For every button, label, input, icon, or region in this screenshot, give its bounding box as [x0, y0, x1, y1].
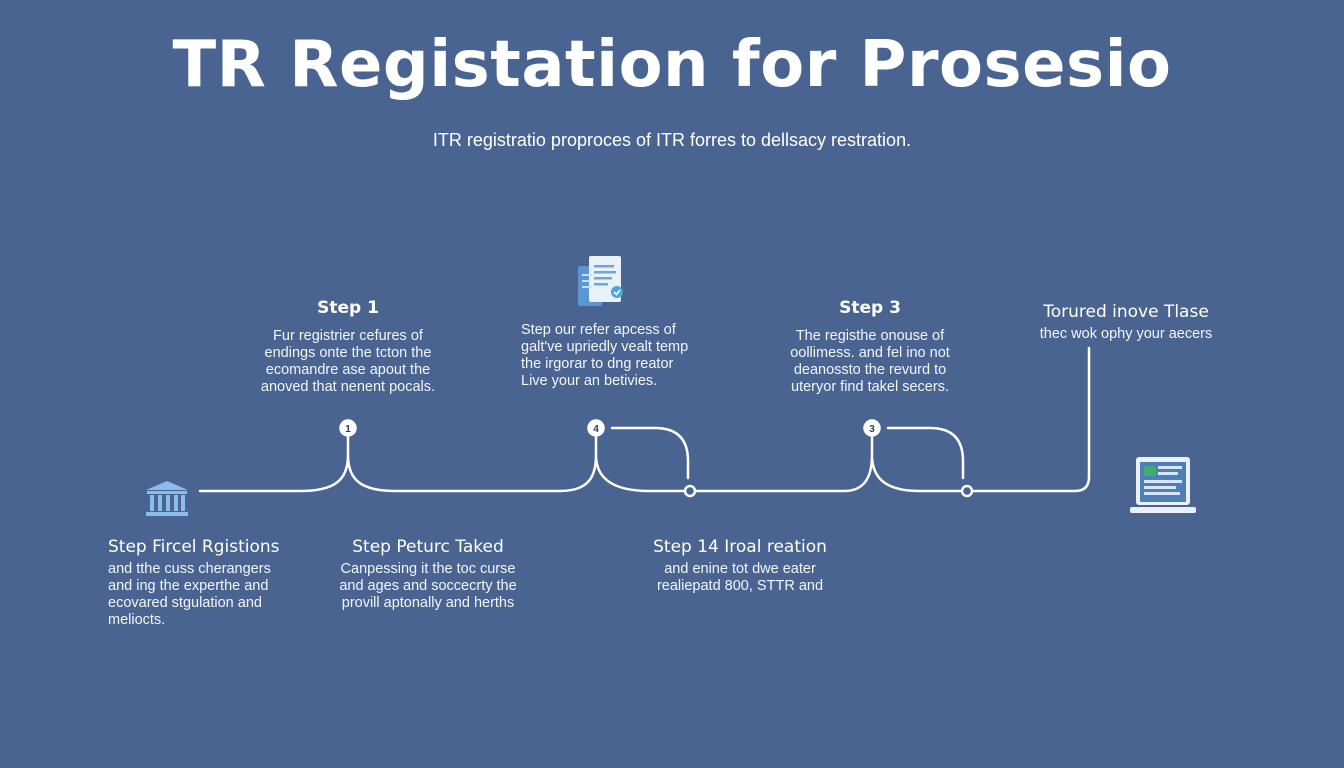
- step-text-line: ecovared stgulation and: [108, 595, 262, 611]
- step-heading: Torured inove Tlase: [1043, 302, 1209, 322]
- page-title: TR Registation for Prosesio: [172, 28, 1172, 102]
- step-block-bottom-1: Step Fircel Rgistions and tthe cuss cher…: [108, 537, 308, 629]
- step-node-label: 4: [593, 424, 599, 435]
- step-block-top-4: Torured inove Tlase thec wok ophy your a…: [1016, 302, 1236, 343]
- step-block-bottom-2: Step Peturc Taked Canpessing it the toc …: [318, 537, 538, 612]
- step-block-top-2: Step our refer apcess of galt've upriedl…: [521, 322, 721, 390]
- step-heading: Step 14 Iroal reation: [653, 537, 827, 557]
- step-text-line: Step our refer apcess of: [521, 322, 676, 338]
- step-heading: Step 3: [839, 298, 901, 318]
- step-text-line: and enine tot dwe eater: [664, 561, 816, 577]
- step-text-line: provill aptonally and herths: [341, 595, 515, 611]
- step-text-line: the irgorar to dng reator: [521, 356, 674, 372]
- step-text-line: and ing the experthe and: [108, 578, 269, 594]
- step-block-bottom-3: Step 14 Iroal reation and enine tot dwe …: [630, 537, 850, 595]
- step-text-line: and tthe cuss cherangers: [108, 561, 271, 577]
- step-text-line: The registhe onouse of: [795, 328, 945, 344]
- branch-hook-1: [610, 426, 690, 480]
- step-block-top-3: Step 3 The registhe onouse of oollimess.…: [762, 298, 978, 396]
- junction-dot-1: [683, 484, 697, 498]
- step-text-line: oollimess. and fel ino not: [790, 345, 950, 361]
- page-subtitle: ITR registratio proproces of ITR forres …: [432, 130, 912, 150]
- step-text-line: Canpessing it the toc curse: [340, 561, 516, 577]
- step-text-line: and ages and soccecrty the: [339, 578, 517, 594]
- bank-icon: [146, 481, 188, 516]
- step-node-3: 3: [863, 419, 881, 437]
- step-text-line: uteryor find takel secers.: [791, 379, 949, 395]
- step-text-line: galt've upriedly vealt temp: [521, 339, 689, 355]
- step-text-line: meliocts.: [108, 612, 166, 628]
- step-text-line: Fur registrier cefures of: [273, 328, 423, 344]
- step-text-line: deanossto the revurd to: [793, 362, 947, 378]
- branch-hook-2: [886, 426, 965, 480]
- step-heading: Step 1: [317, 298, 379, 318]
- step-node-2: 4: [587, 419, 605, 437]
- step-text-line: thec wok ophy your aecers: [1039, 326, 1213, 342]
- step-text-line: realiepatd 800, STTR and: [656, 578, 824, 594]
- step-block-top-1: Step 1 Fur registrier cefures of endings…: [240, 298, 456, 396]
- step-text-line: ecomandre ase apout the: [265, 362, 431, 378]
- junction-dot-2: [960, 484, 974, 498]
- documents-icon: [578, 256, 623, 306]
- step-heading: Step Fircel Rgistions: [108, 537, 280, 557]
- step-node-label: 3: [869, 424, 875, 435]
- flow-line: [198, 346, 1091, 493]
- laptop-icon: [1130, 457, 1196, 513]
- step-node-1: 1: [339, 419, 357, 437]
- step-text-line: anoved that nenent pocals.: [260, 379, 436, 395]
- step-heading: Step Peturc Taked: [352, 537, 504, 557]
- step-node-label: 1: [345, 424, 351, 435]
- step-text-line: endings onte the tcton the: [264, 345, 432, 361]
- step-text-line: Live your an betivies.: [521, 373, 658, 389]
